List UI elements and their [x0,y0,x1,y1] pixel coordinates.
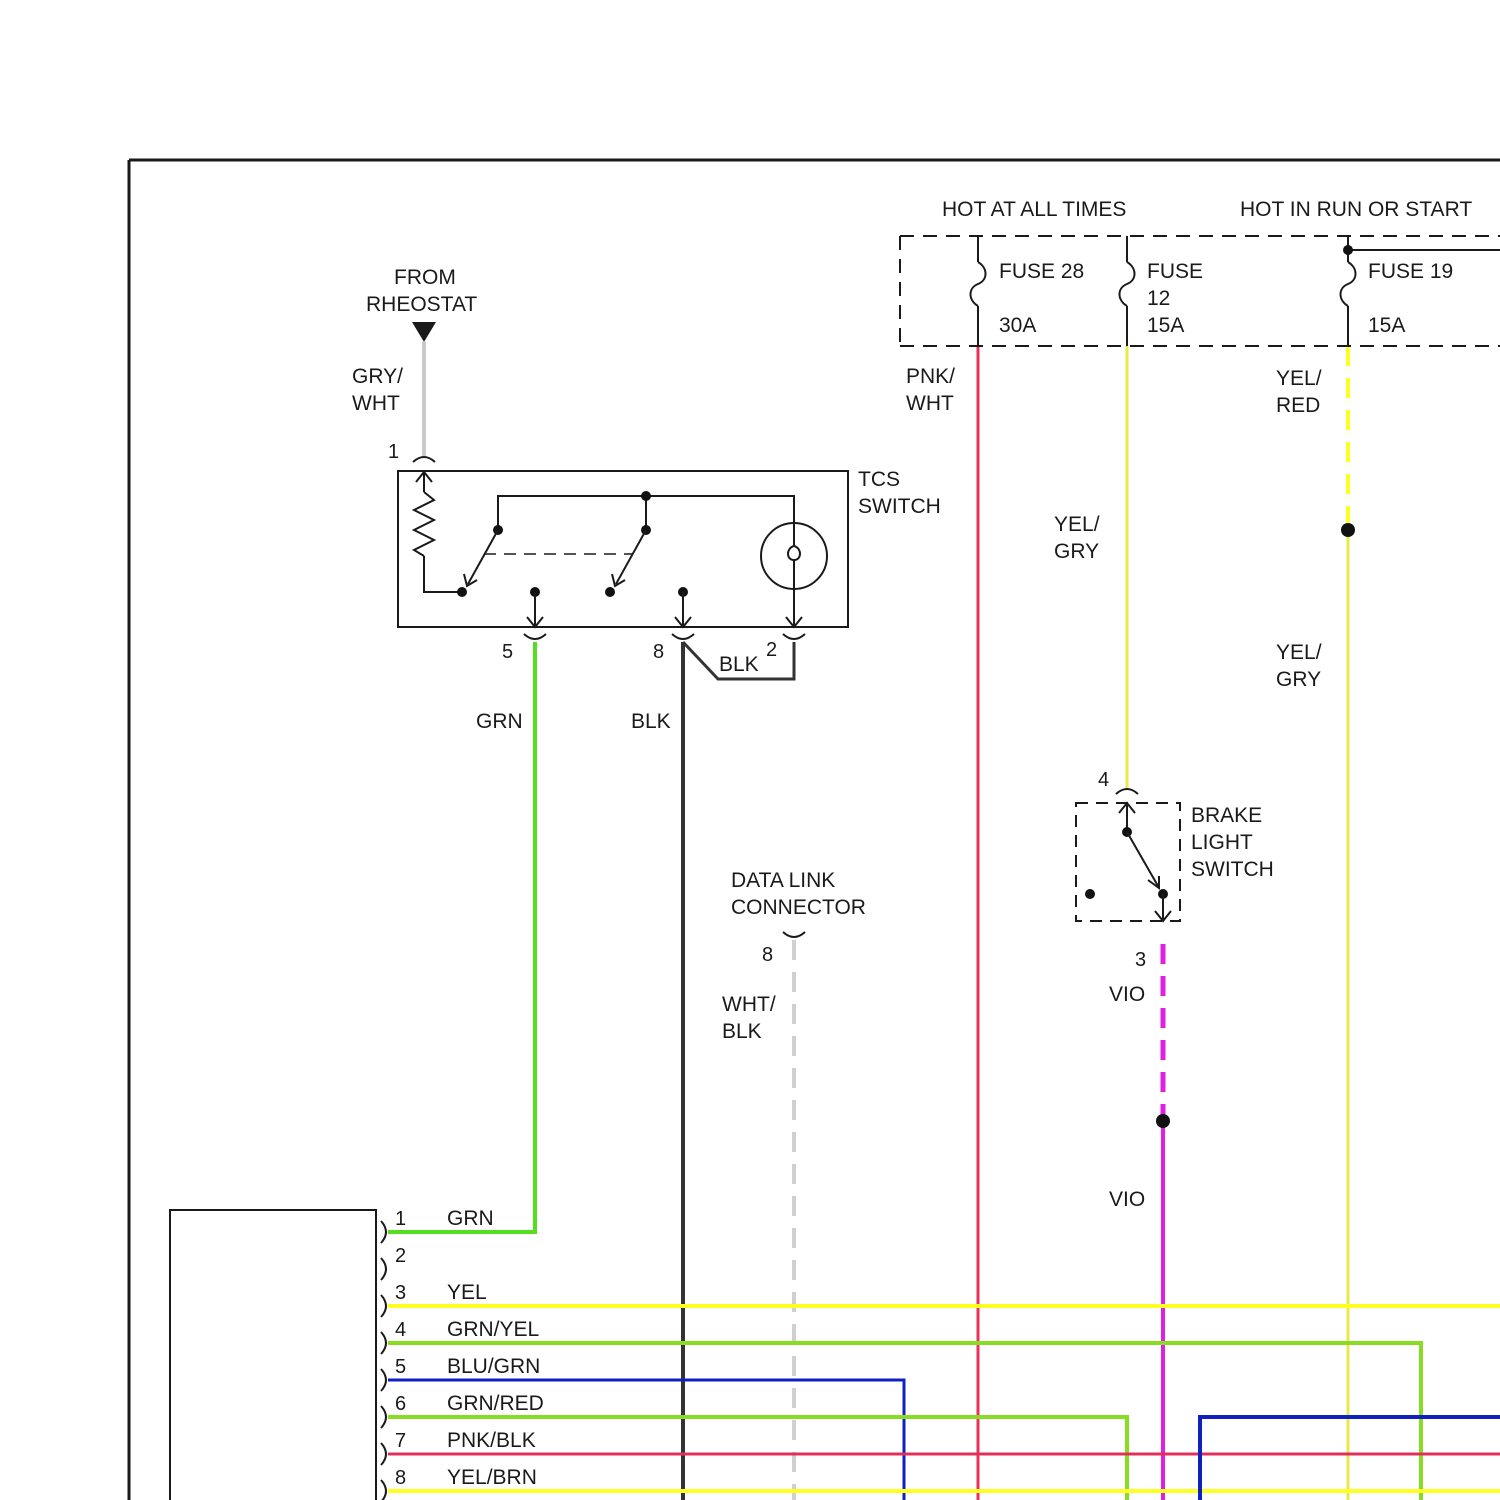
brake-switch-label-line1: BRAKE [1191,804,1262,827]
wire-label-gry-wht-1: GRY/ [352,365,403,388]
brake-light-switch-body [1076,789,1180,921]
fuse-28-name: FUSE 28 [999,260,1084,283]
wire-label-yel-gry-b-2: GRY [1276,668,1321,691]
wire-label-yel-gry-a-2: GRY [1054,540,1099,563]
module-pin-4-wire: GRN/YEL [447,1318,539,1341]
module-pin-3-wire: YEL [447,1281,487,1304]
resistor-icon [414,492,434,556]
tcs-pin-8: 8 [653,641,664,663]
wire-label-gry-wht-2: WHT [352,392,400,415]
module-pin-7-number: 7 [395,1430,406,1452]
module-pin-2-number: 2 [395,1245,406,1267]
label-hot-in-run-or-start: HOT IN RUN OR START [1240,198,1472,221]
fuse-28-rating: 30A [999,314,1036,337]
dlc-terminal [783,932,805,937]
dlc-pin-8: 8 [762,944,773,966]
module-pin-5-number: 5 [395,1356,406,1378]
module-pin-6-wire: GRN/RED [447,1392,544,1415]
wire-label-yel-red-1: YEL/ [1276,367,1322,390]
fuse-box [900,236,1500,346]
splice-dot-yel [1341,523,1355,537]
fuse-19-symbol [1341,236,1500,346]
fuse-12-number: 12 [1147,287,1170,310]
wire-label-yel-red-2: RED [1276,394,1320,417]
brake-switch-pin-3: 3 [1135,949,1146,971]
module-pin-terminals [381,1221,386,1500]
fuse-19-rating: 15A [1368,314,1405,337]
diagram-frame [129,160,1500,1500]
brake-switch-label-line3: SWITCH [1191,858,1274,881]
fuse-28-symbol [971,236,986,346]
brake-switch-pin-4: 4 [1098,769,1109,791]
fuse-12-rating: 15A [1147,314,1184,337]
wire-label-vio-lower: VIO [1109,1188,1145,1211]
module-pin-1-wire: GRN [447,1207,494,1230]
wire-label-wht-blk-2: BLK [722,1020,762,1043]
control-module [170,1210,376,1500]
fuse-19-feed-dot [1343,245,1353,255]
rheostat-label-line2: RHEOSTAT [366,293,477,316]
module-pin-3-number: 3 [395,1282,406,1304]
tcs-switch-label-line2: SWITCH [858,495,941,518]
fuse-19-name: FUSE 19 [1368,260,1453,283]
module-pin-4-number: 4 [395,1319,406,1341]
module-pin-1-number: 1 [395,1208,406,1230]
module-pin-6-number: 6 [395,1393,406,1415]
wire-label-grn: GRN [476,710,523,733]
tcs-switch-label-line1: TCS [858,468,900,491]
wire-blu-right [1200,1417,1500,1500]
module-pin-7-wire: PNK/BLK [447,1429,536,1452]
tcs-switch-body [398,457,848,639]
dlc-label-line1: DATA LINK [731,869,835,892]
fuse-12-name: FUSE [1147,260,1203,283]
wire-label-wht-blk-1: WHT/ [722,993,776,1016]
module-pin-8-wire: YEL/BRN [447,1466,537,1489]
wire-label-yel-gry-a-1: YEL/ [1054,513,1100,536]
wire-label-blk-main: BLK [631,710,671,733]
wire-label-pnk-wht-2: WHT [906,392,954,415]
rheostat-label-line1: FROM [394,266,456,289]
wire-label-yel-gry-b-1: YEL/ [1276,641,1322,664]
tcs-pin-1: 1 [388,441,399,463]
module-pin-5-wire: BLU/GRN [447,1355,540,1378]
tcs-pin-2: 2 [766,639,777,661]
fuse-12-symbol [1120,236,1135,346]
module-pin-8-number: 8 [395,1467,406,1489]
splice-dot-vio [1156,1114,1170,1128]
wire-label-blk-jumper: BLK [719,653,759,676]
brake-switch-label-line2: LIGHT [1191,831,1253,854]
wire-label-vio-upper: VIO [1109,983,1145,1006]
label-hot-at-all-times: HOT AT ALL TIMES [942,198,1126,221]
tcs-pin-5: 5 [502,641,513,663]
rheostat-arrow-icon [412,322,436,342]
dlc-label-line2: CONNECTOR [731,896,866,919]
wire-label-pnk-wht-1: PNK/ [906,365,955,388]
